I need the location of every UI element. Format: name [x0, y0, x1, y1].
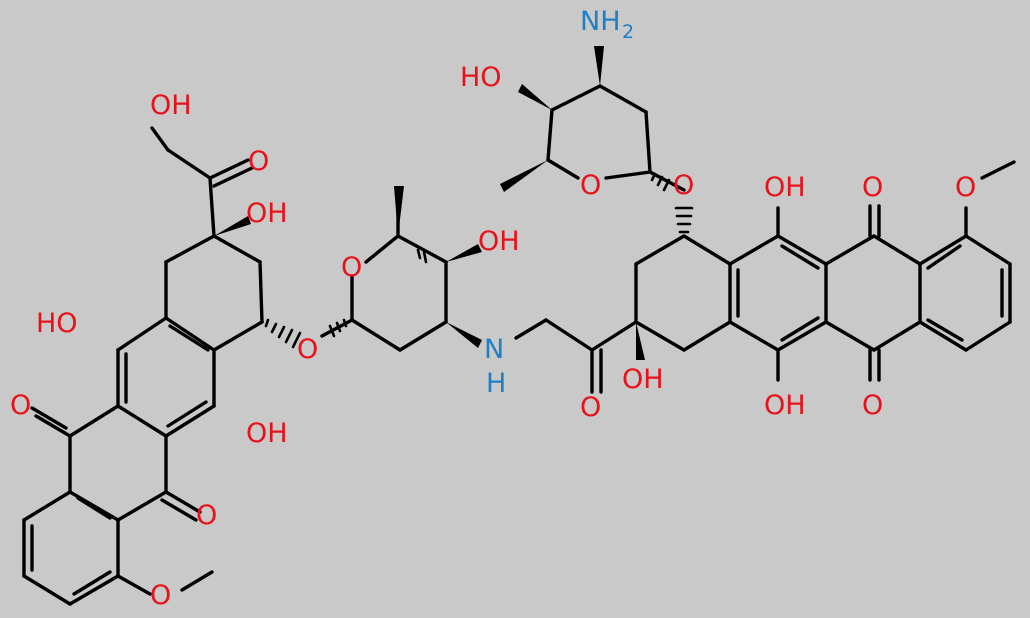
- label-nh-linker-n: N: [484, 334, 504, 365]
- label-oh-c6-left: HO: [36, 308, 78, 339]
- label-o-glycosidic-left: O: [297, 334, 318, 365]
- label-o-ketone-linker: O: [580, 392, 601, 423]
- atom-labels: OH O OH HO OH O O O O O OH N H O OH NH 2…: [10, 6, 976, 611]
- label-oh-c11-right: OH: [764, 390, 806, 421]
- label-o-quinone-left-bottom: O: [196, 500, 217, 531]
- label-oh-c9-left: OH: [246, 198, 288, 229]
- label-oh-c6-right: OH: [764, 172, 806, 203]
- label-oh-c11-left: OH: [246, 418, 288, 449]
- label-o-methoxy-right: O: [955, 172, 976, 203]
- label-o-ketone-left: O: [248, 146, 269, 177]
- label-o-quinone-right-top: O: [862, 172, 883, 203]
- label-oh-sugar-left: OH: [478, 226, 520, 257]
- label-o-quinone-left-top: O: [10, 390, 31, 421]
- label-oh-hydroxymethyl: OH: [150, 90, 192, 121]
- label-o-ring-sugar-left: O: [341, 252, 362, 283]
- stereo-hash-bonds: [264, 172, 694, 349]
- label-o-ring-sugar-right: O: [580, 170, 601, 201]
- bond-skeleton: [22, 84, 1016, 606]
- label-o-quinone-right-bottom: O: [862, 390, 883, 421]
- label-nh2-subscript: 2: [622, 21, 634, 43]
- label-oh-c9-right: OH: [622, 364, 664, 395]
- stereo-wedges: [214, 46, 645, 360]
- label-o-glycosidic-right: O: [673, 170, 694, 201]
- label-nh2-sugar-right: NH: [580, 6, 621, 37]
- label-oh-sugar-right: HO: [460, 62, 502, 93]
- label-o-methoxy-left: O: [150, 580, 171, 611]
- label-nh-linker-h: H: [486, 368, 506, 399]
